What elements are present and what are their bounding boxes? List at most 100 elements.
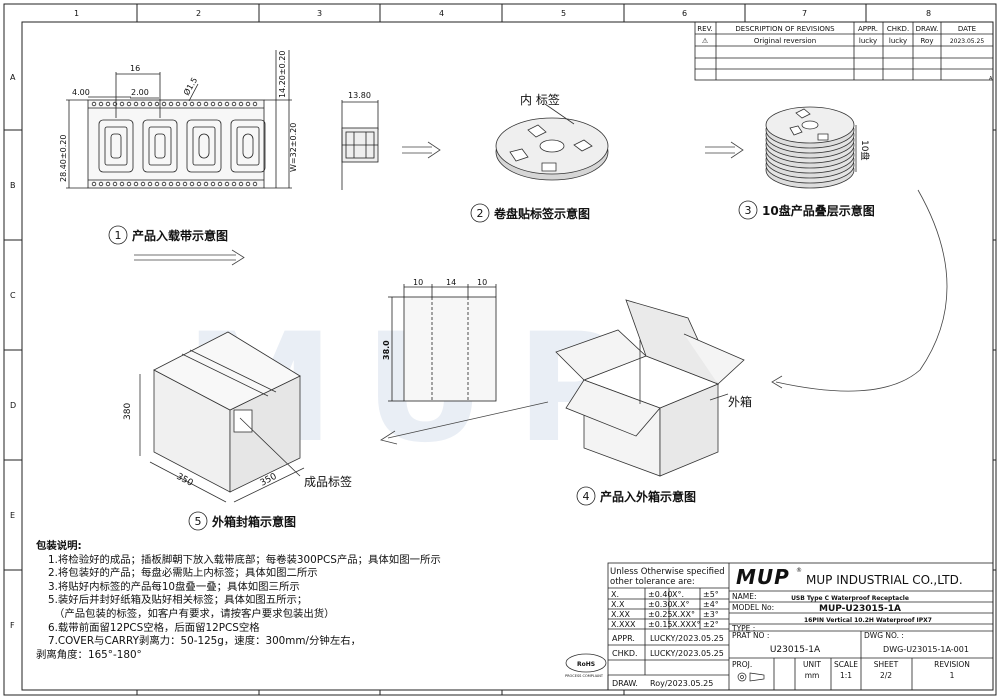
open-box-drawing [555,299,745,477]
reel-drawing [495,103,609,181]
note-line: 1.将检验好的成品；插板脚朝下放入载带底部；每卷装300PCS产品；具体如图一所… [48,553,441,566]
grid-col-3: 3 [317,9,322,18]
model-value: MUP-U23015-1A [819,604,901,614]
layout-dim-1: 10 [413,278,423,287]
rev-row-appr: lucky [859,37,877,45]
appr-label: APPR. [612,634,635,643]
layout-dim-2: 14 [446,278,456,287]
step-1-marker [108,225,128,245]
draw-value: Roy/2023.05.25 [650,679,713,688]
tol-r4-c3: X.XXX° [672,620,700,629]
dim-pitch: 16 [130,64,140,73]
grid-col-5: 5 [561,9,566,18]
rev-header-rev: REV. [697,25,712,33]
packaging-notes: 包装说明: 1.将检验好的成品；插板脚朝下放入载带底部；每卷装300PCS产品；… [36,540,596,662]
sheet-label: SHEET [874,660,899,669]
grid-col-2: 2 [196,9,201,18]
grid-col-7: 7 [802,9,807,18]
step-1-title: 产品入载带示意图 [132,228,228,243]
step-3-number: 3 [745,204,752,217]
notes-heading: 包装说明: [36,540,82,552]
note-line: 7.COVER与CARRY剥离力：50-125g，速度：300mm/分钟左右， [48,635,361,648]
note-line: 5.装好后并封好纸箱及贴好相关标签；具体如图五所示； [48,594,308,607]
name-label: NAME: [732,592,756,601]
unit-label: UNIT [803,660,821,669]
rev-header-draw: DRAW. [916,25,939,33]
step-3-marker [738,200,758,220]
sealed-box-drawing [139,331,305,503]
inner-frame [21,21,994,691]
tape-side-view [341,100,379,190]
grid-row-a: A [10,73,16,82]
dwg-label: DWG NO. : [864,631,904,640]
tol-r3-c4: ±3° [703,610,719,619]
note-line: 2.将包装好的产品；每盘必需贴上内标签；具体如图二所示 [48,567,318,580]
outer-box-callout: 外箱 [728,394,752,409]
step-5-marker [188,511,208,531]
scale-label: SCALE [834,660,858,669]
tape-pocket-4 [230,119,266,173]
revision-value: 1 [950,671,955,680]
tape-pocket-3 [186,119,222,173]
step-5-number: 5 [195,515,202,528]
prat-value: U23015-1A [770,645,821,655]
type-label: TYPE : [731,624,755,633]
tape-pocket-1 [98,119,134,173]
step-2-marker [470,203,490,223]
proj-label: PROJ. [732,660,752,669]
revision-label: REVISION [934,660,970,669]
rev-header-appr: APPR. [858,25,878,33]
sheet-value: 2/2 [880,671,892,680]
draw-label: DRAW. [612,679,638,688]
grid-col-1: 1 [74,9,79,18]
svg-text:®: ® [796,567,802,574]
scale-value: 1:1 [840,671,852,680]
step-3-title: 10盘产品叠层示意图 [762,203,875,218]
revision-table [694,21,994,81]
step-2-title: 卷盘贴标签示意图 [493,206,590,221]
step-1-number: 1 [115,229,122,242]
tol-r4-c1: X.XXX [611,620,636,629]
rev-row-chkd: lucky [889,37,907,45]
rev-row-rev: ⚠ [702,37,709,45]
title-block [607,562,994,691]
grid-row-f: F [10,621,15,630]
dim-hole-offset: 4.00 [72,88,90,97]
tol-r4-c4: ±2° [703,620,719,629]
grid-col-8: 8 [926,9,931,18]
grid-row-e: E [10,511,15,520]
tape-pocket-2 [142,119,178,173]
step-5-title: 外箱封箱示意图 [212,514,296,529]
layout-dim-3: 10 [477,278,487,287]
projection-symbol-icon [737,672,765,682]
rev-header-date: DATE [958,25,976,33]
chkd-value: LUCKY/2023.05.25 [650,649,724,658]
rev-row-draw: Roy [921,37,934,45]
rev-row-date: 2023.05.25 [950,38,985,45]
tol-r3-c2: ±0.25 [648,610,673,619]
unit-value: mm [805,671,820,680]
step-4-title: 产品入外箱示意图 [600,489,696,504]
grid-row-d: D [10,401,16,410]
tol-r2-c4: ±4° [703,600,719,609]
prat-label: PRAT NO : [732,631,769,640]
chkd-label: CHKD. [612,649,638,658]
step-4-marker [576,486,596,506]
dim-side: 13.80 [348,91,371,100]
tol-r1-c3: X°. [672,590,684,599]
dim-hole-pitch: 2.00 [131,88,149,97]
dim-width: W=32±0.20 [289,123,298,172]
svg-text:RoHS: RoHS [577,661,595,668]
dim-height: 28.40±0.20 [59,135,68,182]
svg-text:PROCESS COMPLIANT: PROCESS COMPLIANT [565,674,604,678]
svg-text:MUP: MUP [736,565,790,589]
product-label-callout: 成品标签 [304,474,352,489]
sprocket-holes [91,101,258,187]
tol-r3-c1: X.XX [611,610,631,619]
tol-r4-c2: ±0.15 [648,620,673,629]
grid-col-4: 4 [439,9,444,18]
inner-label-callout: 内 标签 [520,92,560,107]
tol-r2-c1: X.X [611,600,625,609]
carrier-tape-drawing [66,50,292,189]
